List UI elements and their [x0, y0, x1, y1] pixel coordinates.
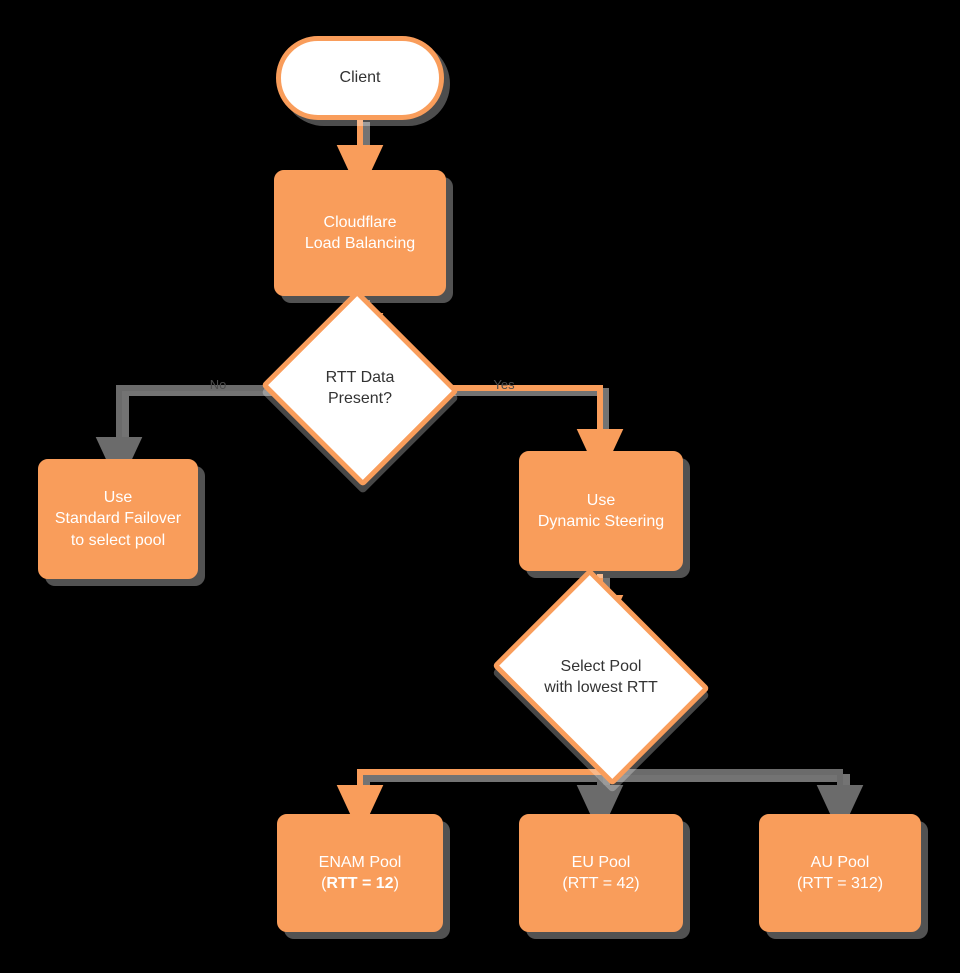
node-eu-pool[interactable]: EU Pool (RTT = 42): [519, 814, 683, 932]
ds-line-2: Dynamic Steering: [537, 513, 665, 530]
au-line-1: AU Pool: [810, 853, 870, 871]
node-rtt-data-present[interactable]: RTT Data Present?: [261, 289, 459, 487]
node-au-pool[interactable]: AU Pool (RTT = 312): [759, 814, 921, 932]
node-au-pool-label: AU Pool (RTT = 312): [797, 852, 883, 894]
rtt-line-1: RTT Data: [325, 368, 395, 386]
edge-rtt-yes: [436, 385, 624, 480]
lb-line-1: Cloudflare: [323, 213, 397, 231]
node-select-pool-lowest-rtt[interactable]: Select Pool with lowest RTT: [492, 568, 710, 786]
enam-line-1: ENAM Pool: [318, 853, 402, 871]
edge-rtt-no: [95, 385, 286, 488]
node-select-pool-label: Select Pool with lowest RTT: [544, 656, 658, 698]
sp-line-1: Select Pool: [560, 657, 642, 675]
edge-label-no: No: [209, 377, 227, 392]
node-dynamic-steering[interactable]: Use Dynamic Steering: [519, 451, 683, 571]
node-enam-pool[interactable]: ENAM Pool (RTT = 12): [277, 814, 443, 932]
edge-label-yes: Yes: [493, 377, 515, 392]
node-client[interactable]: Client: [276, 36, 444, 120]
node-standard-failover[interactable]: Use Standard Failover to select pool: [38, 459, 198, 579]
node-rtt-label: RTT Data Present?: [326, 367, 395, 409]
eu-line-2: (RTT = 42): [562, 875, 640, 892]
node-eu-pool-label: EU Pool (RTT = 42): [562, 852, 639, 894]
enam-paren-close: ): [393, 875, 399, 892]
sp-line-2: with lowest RTT: [544, 679, 658, 696]
eu-line-1: EU Pool: [571, 853, 631, 871]
edge-select-au: [600, 769, 864, 836]
enam-paren-open: (: [321, 875, 327, 892]
sf-line-2: Standard Failover: [54, 510, 182, 528]
rtt-line-2: Present?: [327, 390, 393, 407]
sf-line-1: Use: [103, 489, 133, 507]
lb-line-2: Load Balancing: [304, 235, 416, 252]
enam-rtt-value: RTT = 12: [326, 875, 394, 892]
node-load-balancing-label: Cloudflare Load Balancing: [305, 212, 415, 254]
ds-line-1: Use: [586, 491, 616, 509]
node-client-label: Client: [339, 69, 381, 87]
node-dynamic-steering-label: Use Dynamic Steering: [538, 490, 664, 532]
node-cloudflare-load-balancing[interactable]: Cloudflare Load Balancing: [274, 170, 446, 296]
au-line-2: (RTT = 312): [796, 875, 884, 892]
node-enam-pool-label: ENAM Pool (RTT = 12): [319, 852, 402, 894]
sf-line-3: to select pool: [70, 531, 166, 549]
node-standard-failover-label: Use Standard Failover to select pool: [55, 487, 181, 550]
